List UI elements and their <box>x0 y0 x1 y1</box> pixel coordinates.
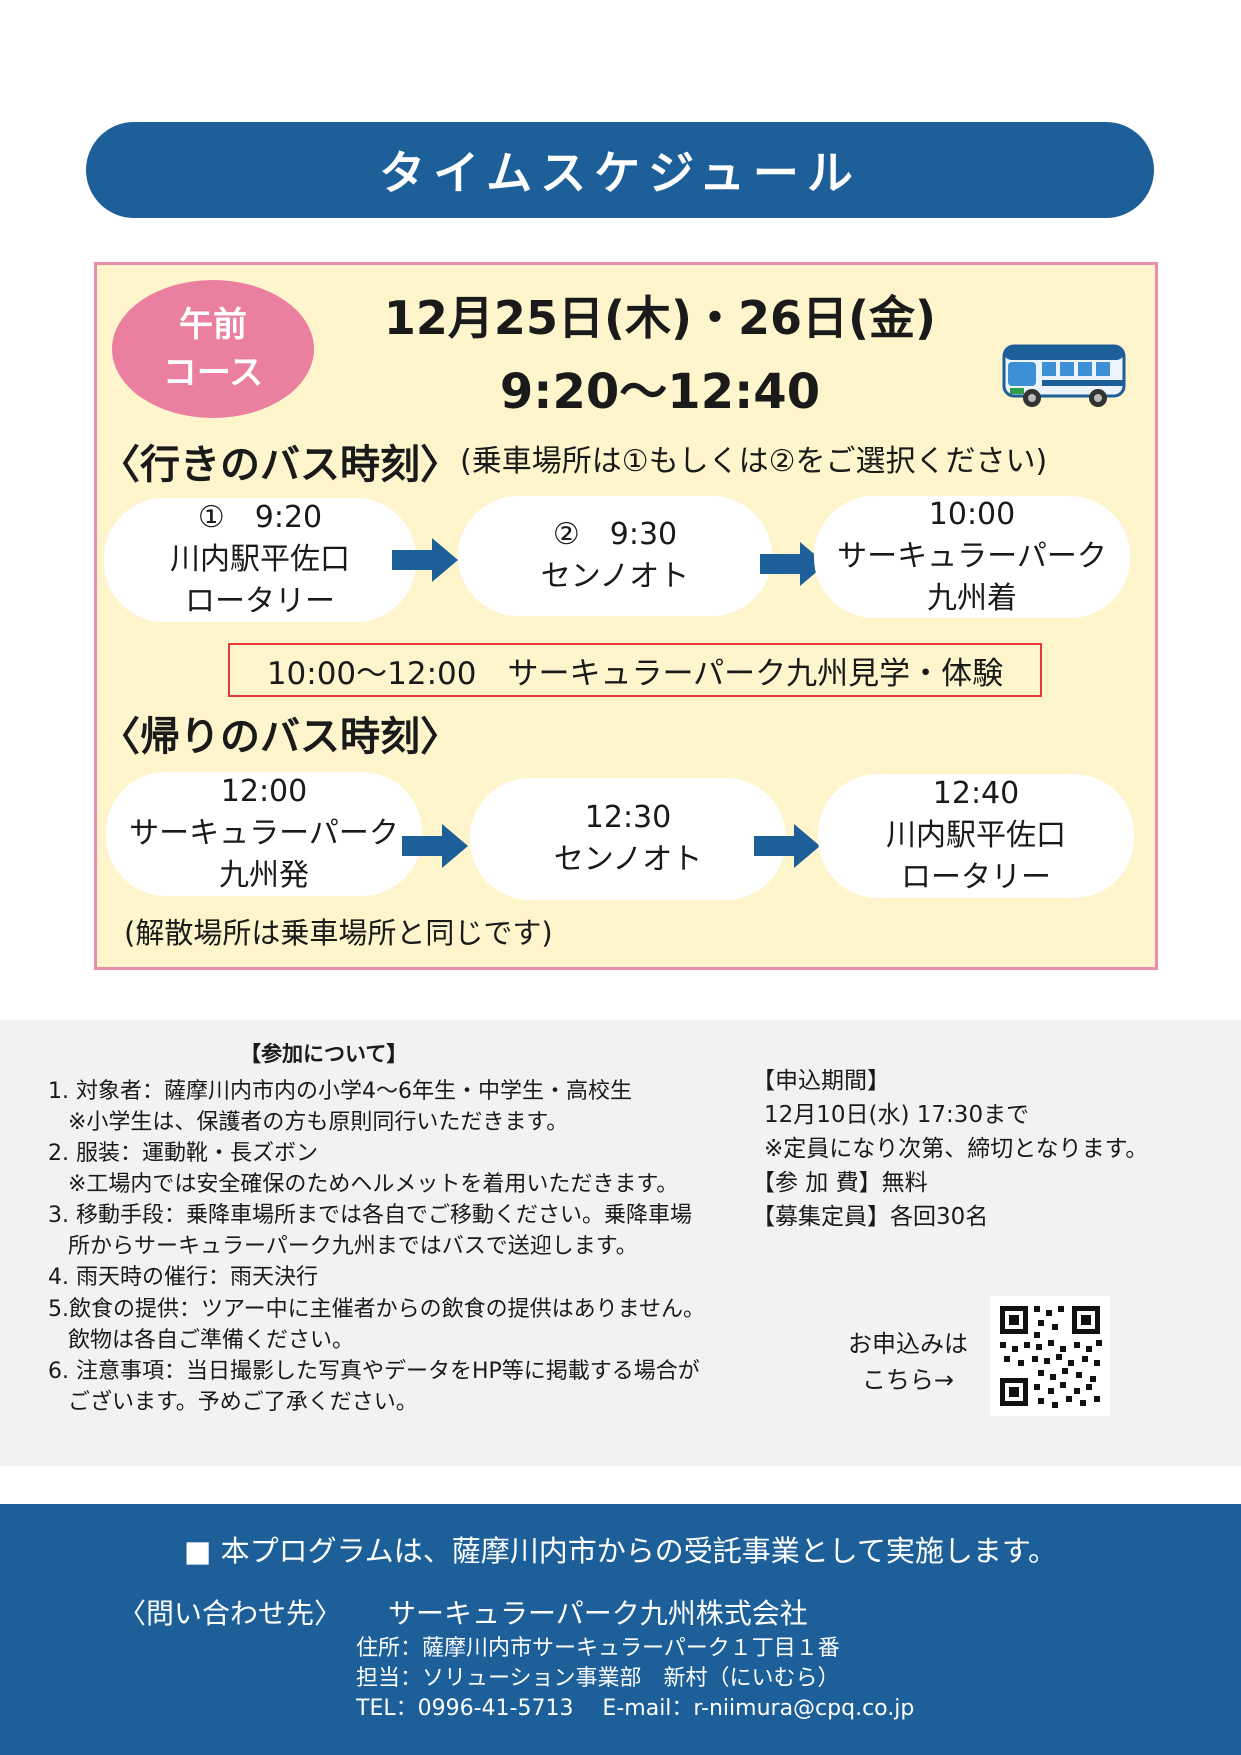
event-date: 12月25日(木)・26日(金) <box>383 291 937 345</box>
go-stop-3-place2: 九州着 <box>927 581 1017 616</box>
contact-person: 担当：ソリューション事業部 新村（にいむら） <box>356 1666 840 1691</box>
return-stop-1-time: 12:00 <box>220 774 308 809</box>
info-item-2: 2. 服装：運動靴・長ズボン ※工場内では安全確保のためヘルメットを着用いただき… <box>48 1138 678 1200</box>
application-period-note: ※定員になり次第、締切となります。 <box>764 1136 1149 1162</box>
arrow-right-icon <box>754 824 820 868</box>
info-item-3-sub: 所からサーキュラーパーク九州まではバスで送迎します。 <box>68 1234 638 1259</box>
qr-label-line2: こちら→ <box>861 1366 955 1394</box>
go-stop-2: ② 9:30 センノオト <box>458 496 772 616</box>
page-title: タイムスケジュール <box>379 146 861 200</box>
info-item-6-sub: ございます。予めご了承ください。 <box>68 1390 418 1415</box>
course-badge-line2: コース <box>162 353 264 393</box>
info-item-1: 1. 対象者：薩摩川内市内の小学4〜6年生・中学生・高校生 ※小学生は、保護者の… <box>48 1076 632 1138</box>
go-note: (乗車場所は①もしくは②をご選択ください) <box>460 444 1048 479</box>
go-stop-1-place2: ロータリー <box>185 584 335 619</box>
qr-code[interactable] <box>990 1296 1110 1416</box>
info-item-2-main: 2. 服装：運動靴・長ズボン <box>48 1141 318 1166</box>
qr-label: お申込みは こちら→ <box>848 1326 968 1398</box>
info-item-6: 6. 注意事項：当日撮影した写真やデータをHP等に掲載する場合が ございます。予… <box>48 1356 700 1418</box>
go-stop-1: ① 9:20 川内駅平佐口 ロータリー <box>104 498 416 622</box>
contact-address: 住所：薩摩川内市サーキュラーパーク１丁目１番 <box>356 1636 840 1661</box>
application-period-value: 12月10日(水) 17:30まで <box>764 1102 1030 1128</box>
return-stop-3-place: 川内駅平佐口 <box>886 818 1066 853</box>
return-stop-2-place: センノオト <box>553 842 703 877</box>
info-item-5: 5.飲食の提供：ツアー中に主催者からの飲食の提供はありません。 飲物は各自ご準備… <box>48 1294 705 1356</box>
go-stop-1-time: ① 9:20 <box>197 500 323 535</box>
go-heading: 〈行きのバス時刻〉 <box>100 442 460 488</box>
info-item-4: 4. 雨天時の催行：雨天決行 <box>48 1262 318 1293</box>
info-item-6-main: 6. 注意事項：当日撮影した写真やデータをHP等に掲載する場合が <box>48 1359 700 1384</box>
event-time: 9:20〜12:40 <box>499 364 821 420</box>
info-heading: 【参加について】 <box>240 1042 408 1066</box>
title-banner: タイムスケジュール <box>86 122 1154 218</box>
qr-label-line1: お申込みは <box>848 1330 968 1358</box>
info-item-3-main: 3. 移動手段：乗降車場所までは各自でご移動ください。乗降車場 <box>48 1203 692 1228</box>
return-stop-1: 12:00 サーキュラーパーク 九州発 <box>106 772 422 896</box>
return-stop-2-time: 12:30 <box>584 800 672 835</box>
return-stop-3: 12:40 川内駅平佐口 ロータリー <box>818 774 1134 898</box>
company-name: サーキュラーパーク九州株式会社 <box>388 1597 808 1630</box>
contact-label: 〈問い合わせ先〉 <box>118 1597 343 1630</box>
course-badge-line1: 午前 <box>179 305 247 345</box>
arrow-right-icon <box>760 542 826 586</box>
return-heading: 〈帰りのバス時刻〉 <box>100 714 460 760</box>
qr-code-icon <box>1000 1306 1102 1408</box>
return-stop-3-place2: ロータリー <box>901 860 1051 895</box>
info-item-1-main: 1. 対象者：薩摩川内市内の小学4〜6年生・中学生・高校生 <box>48 1079 632 1104</box>
info-item-4-main: 4. 雨天時の催行：雨天決行 <box>48 1265 318 1290</box>
go-stop-1-place: 川内駅平佐口 <box>170 542 350 577</box>
capacity: 【募集定員】各回30名 <box>752 1204 989 1230</box>
info-item-1-sub: ※小学生は、保護者の方も原則同行いただきます。 <box>68 1110 569 1135</box>
info-item-2-sub: ※工場内では安全確保のためヘルメットを着用いただきます。 <box>68 1172 679 1197</box>
go-stop-3: 10:00 サーキュラーパーク 九州着 <box>814 496 1130 618</box>
go-stop-2-place: センノオト <box>540 559 690 594</box>
info-item-5-sub: 飲物は各自ご準備ください。 <box>68 1328 355 1353</box>
info-item-3: 3. 移動手段：乗降車場所までは各自でご移動ください。乗降車場 所からサーキュラ… <box>48 1200 692 1262</box>
return-note: (解散場所は乗車場所と同じです) <box>124 916 553 950</box>
go-stop-3-place: サーキュラーパーク <box>837 539 1107 574</box>
application-period-label: 【申込期間】 <box>752 1068 890 1094</box>
footer <box>0 1504 1241 1755</box>
return-stop-2: 12:30 センノオト <box>470 778 786 900</box>
contact-tel-email[interactable]: TEL：0996-41-5713 E-mail：r-niimura@cpq.co… <box>356 1696 915 1721</box>
participation-fee: 【参 加 費】無料 <box>752 1170 928 1196</box>
arrow-right-icon <box>402 824 468 868</box>
tour-box: 10:00〜12:00 サーキュラーパーク九州見学・体験 <box>228 643 1042 697</box>
arrow-right-icon <box>392 538 458 582</box>
info-item-5-main: 5.飲食の提供：ツアー中に主催者からの飲食の提供はありません。 <box>48 1297 706 1322</box>
return-stop-3-time: 12:40 <box>932 776 1020 811</box>
course-badge: 午前 コース <box>112 280 314 418</box>
go-stop-3-time: 10:00 <box>928 497 1016 532</box>
go-stop-2-time: ② 9:30 <box>552 517 678 552</box>
return-stop-1-place: サーキュラーパーク <box>129 816 399 851</box>
footer-statement: ■ 本プログラムは、薩摩川内市からの受託事業として実施します。 <box>184 1534 1057 1568</box>
bus-icon <box>1002 344 1126 407</box>
return-stop-1-place2: 九州発 <box>219 858 309 893</box>
